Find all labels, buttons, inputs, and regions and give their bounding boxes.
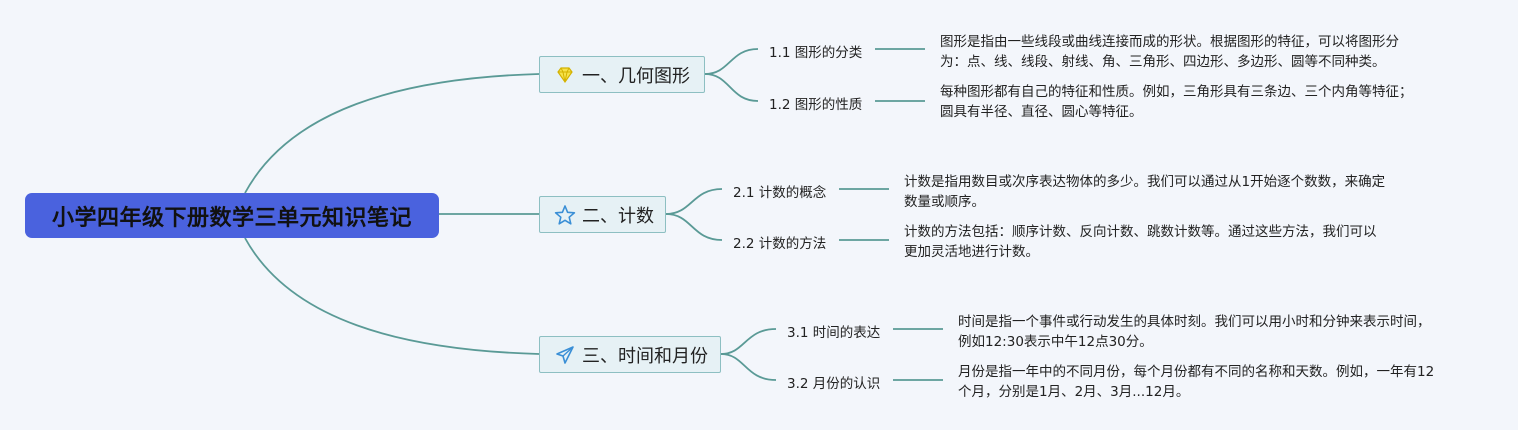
topic-3-1[interactable]: 3.1 时间的表达 <box>787 321 880 341</box>
connector-b2-c1 <box>665 188 723 215</box>
star-icon <box>554 204 576 226</box>
topic-label: 1.2 图形的性质 <box>769 97 863 113</box>
connector-b3-c2 <box>720 353 777 381</box>
connector-root-branch-3 <box>244 237 540 355</box>
connector-root-branch-1 <box>244 73 540 194</box>
paper-plane-icon <box>554 344 576 366</box>
branch-counting[interactable]: 二、计数 <box>539 196 666 233</box>
note-line: 时间是指一个事件或行动发生的具体时刻。我们可以用小时和分钟来表示时间， <box>958 314 1431 330</box>
branch-title: 三、时间和月份 <box>582 345 708 367</box>
topic-1-1[interactable]: 1.1 图形的分类 <box>769 41 862 61</box>
note-line: 每种图形都有自己的特征和性质。例如，三角形具有三条边、三个内角等特征； <box>940 84 1413 100</box>
note-line: 例如12:30表示中午12点30分。 <box>958 334 1153 350</box>
note-line: 圆具有半径、直径、圆心等特征。 <box>940 104 1143 120</box>
note-line: 更加灵活地进行计数。 <box>904 244 1039 260</box>
note-2-2: 计数的方法包括：顺序计数、反向计数、跳数计数等。通过这些方法，我们可以 更加灵活… <box>904 222 1424 262</box>
note-line: 数量或顺序。 <box>904 194 985 210</box>
note-2-1: 计数是指用数目或次序表达物体的多少。我们可以通过从1开始逐个数数，来确定 数量或… <box>904 172 1424 212</box>
root-node[interactable]: 小学四年级下册数学三单元知识笔记 <box>25 193 439 238</box>
connector-b1-c2 <box>704 73 759 102</box>
note-line: 图形是指由一些线段或曲线连接而成的形状。根据图形的特征，可以将图形分 <box>940 34 1399 50</box>
branch-title: 一、几何图形 <box>582 65 690 87</box>
topic-2-2[interactable]: 2.2 计数的方法 <box>733 232 826 252</box>
topic-label: 2.1 计数的概念 <box>733 185 827 201</box>
topic-label: 2.2 计数的方法 <box>733 236 827 252</box>
connector-b2-c2 <box>665 213 723 241</box>
topic-label: 1.1 图形的分类 <box>769 45 863 61</box>
topic-label: 3.2 月份的认识 <box>787 376 881 392</box>
topic-2-1[interactable]: 2.1 计数的概念 <box>733 181 826 201</box>
note-1-1: 图形是指由一些线段或曲线连接而成的形状。根据图形的特征，可以将图形分 为：点、线… <box>940 32 1460 72</box>
branch-title: 二、计数 <box>582 205 654 227</box>
note-line: 计数是指用数目或次序表达物体的多少。我们可以通过从1开始逐个数数，来确定 <box>904 174 1386 190</box>
note-line: 为：点、线、线段、射线、角、三角形、四边形、多边形、圆等不同种类。 <box>940 54 1386 70</box>
connector-b1-c1 <box>704 48 759 75</box>
note-1-2: 每种图形都有自己的特征和性质。例如，三角形具有三条边、三个内角等特征； 圆具有半… <box>940 82 1460 122</box>
connector-b3-c1 <box>720 328 777 355</box>
note-line: 月份是指一年中的不同月份，每个月份都有不同的名称和天数。例如，一年有12 <box>958 364 1435 380</box>
root-title: 小学四年级下册数学三单元知识笔记 <box>51 205 412 231</box>
note-3-2: 月份是指一年中的不同月份，每个月份都有不同的名称和天数。例如，一年有12 个月，… <box>958 362 1478 402</box>
note-line: 个月，分别是1月、2月、3月...12月。 <box>958 384 1190 400</box>
topic-1-2[interactable]: 1.2 图形的性质 <box>769 93 862 113</box>
topic-3-2[interactable]: 3.2 月份的认识 <box>787 372 880 392</box>
diamond-icon <box>554 64 576 86</box>
note-line: 计数的方法包括：顺序计数、反向计数、跳数计数等。通过这些方法，我们可以 <box>904 224 1377 240</box>
branch-time-months[interactable]: 三、时间和月份 <box>539 336 721 373</box>
note-3-1: 时间是指一个事件或行动发生的具体时刻。我们可以用小时和分钟来表示时间， 例如12… <box>958 312 1478 352</box>
topic-label: 3.1 时间的表达 <box>787 325 881 341</box>
branch-geometry[interactable]: 一、几何图形 <box>539 56 705 93</box>
